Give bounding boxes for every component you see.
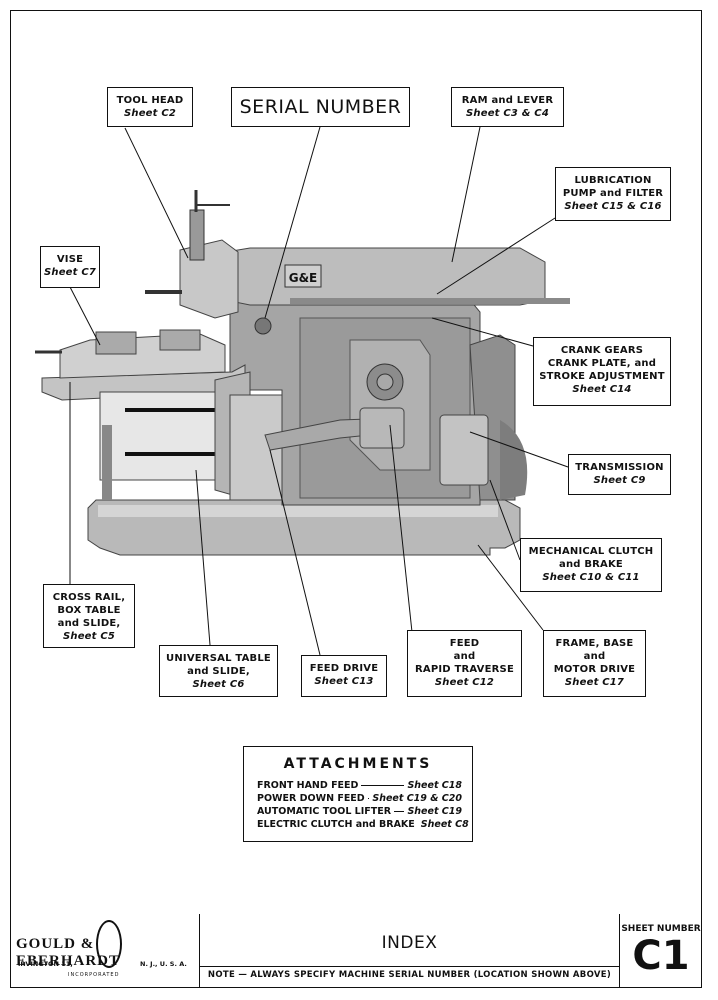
company-name: GOULD & EBERHARDT — [16, 936, 121, 969]
callout-sheet-ref: Sheet C9 — [593, 475, 646, 486]
callout-title: VISE — [56, 254, 84, 265]
callout-frame-base: FRAME, BASE and MOTOR DRIVE Sheet C17 — [543, 630, 646, 697]
callout-line: STROKE ADJUSTMENT — [539, 371, 665, 382]
callout-universal-table: UNIVERSAL TABLE and SLIDE, Sheet C6 — [159, 645, 278, 697]
attachment-label: FRONT HAND FEED — [257, 780, 359, 791]
callout-feed-drive: FEED DRIVE Sheet C13 — [301, 655, 387, 697]
callout-title: FEED DRIVE — [309, 663, 379, 674]
callout-line: UNIVERSAL TABLE — [166, 653, 271, 664]
callout-line: CRANK GEARS — [560, 345, 644, 356]
callout-lubrication: LUBRICATION PUMP and FILTER Sheet C15 & … — [555, 167, 671, 221]
callout-line: and — [453, 651, 476, 662]
attachment-label: POWER DOWN FEED — [257, 793, 365, 804]
callout-line: CROSS RAIL, — [52, 592, 126, 603]
attachment-item: FRONT HAND FEED Sheet C18 — [244, 779, 472, 792]
company-city: IRVINGTON 11, — [18, 960, 73, 968]
sheet-number: C1 — [632, 933, 690, 979]
serial-note: NOTE — ALWAYS SPECIFY MACHINE SERIAL NUM… — [207, 970, 612, 980]
callout-crank-gears: CRANK GEARS CRANK PLATE, and STROKE ADJU… — [533, 337, 671, 406]
page-title: INDEX — [200, 914, 619, 967]
attachment-item: ELECTRIC CLUTCH and BRAKE Sheet C8 — [244, 818, 472, 831]
attachment-item: POWER DOWN FEED Sheet C19 & C20 — [244, 792, 472, 805]
callout-line: RAPID TRAVERSE — [415, 664, 514, 675]
attachment-sheet: Sheet C19 — [407, 806, 462, 817]
company-logo: GOULD & EBERHARDT IRVINGTON 11, N. J., U… — [10, 914, 200, 988]
attachments-box: ATTACHMENTS FRONT HAND FEED Sheet C18 PO… — [243, 746, 473, 842]
callout-transmission: TRANSMISSION Sheet C9 — [568, 454, 671, 495]
serial-number-label: SERIAL NUMBER — [231, 87, 410, 127]
callout-line: and SLIDE, — [57, 618, 121, 629]
callout-sheet-ref: Sheet C15 & C16 — [564, 201, 662, 212]
callout-sheet-ref: Sheet C14 — [572, 384, 632, 395]
callout-sheet-ref: Sheet C2 — [123, 108, 177, 119]
attachment-label: ELECTRIC CLUTCH and BRAKE — [257, 819, 415, 830]
callout-line: FRAME, BASE — [555, 638, 634, 649]
attachment-sheet: Sheet C18 — [407, 780, 462, 791]
callout-sheet-ref: Sheet C10 & C11 — [542, 572, 640, 583]
machine-badge: G&E — [289, 271, 318, 285]
callout-line: and — [583, 651, 606, 662]
logo-e-mark — [96, 920, 122, 968]
callout-line: BOX TABLE — [57, 605, 121, 616]
title-block: GOULD & EBERHARDT IRVINGTON 11, N. J., U… — [10, 914, 702, 988]
callout-cross-rail: CROSS RAIL, BOX TABLE and SLIDE, Sheet C… — [43, 584, 135, 648]
leader-dash — [394, 805, 405, 812]
callout-line: LUBRICATION — [574, 175, 652, 186]
callout-title: TRANSMISSION — [575, 462, 664, 473]
attachment-label: AUTOMATIC TOOL LIFTER — [257, 806, 392, 817]
callout-sheet-ref: Sheet C3 & C4 — [465, 108, 550, 119]
callout-vise: VISE Sheet C7 — [40, 246, 100, 288]
leader-dash — [361, 779, 405, 786]
callout-line: FEED — [449, 638, 480, 649]
company-incorporated: INCORPORATED — [68, 972, 120, 978]
drawing-sheet — [10, 10, 702, 988]
callout-mechanical-clutch: MECHANICAL CLUTCH and BRAKE Sheet C10 & … — [520, 538, 662, 592]
attachments-title: ATTACHMENTS — [283, 756, 433, 772]
attachment-sheet: Sheet C8 — [420, 819, 469, 830]
callout-sheet-ref: Sheet C6 — [192, 679, 245, 690]
callout-tool-head: TOOL HEAD Sheet C2 — [107, 87, 193, 127]
callout-sheet-ref: Sheet C7 — [43, 267, 97, 278]
callout-sheet-ref: Sheet C17 — [564, 677, 625, 688]
company-state: N. J., U. S. A. — [140, 960, 187, 968]
leader-dash — [367, 792, 370, 799]
attachment-sheet: Sheet C19 & C20 — [372, 793, 462, 804]
sheet-number-label: SHEET NUMBER — [621, 924, 701, 934]
attachment-item: AUTOMATIC TOOL LIFTER Sheet C19 — [244, 805, 472, 818]
callout-line: and SLIDE, — [187, 666, 250, 677]
callout-sheet-ref: Sheet C13 — [314, 676, 374, 687]
callout-line: and BRAKE — [559, 559, 623, 570]
title-block-center: INDEX NOTE — ALWAYS SPECIFY MACHINE SERI… — [200, 914, 620, 988]
callout-line: PUMP and FILTER — [562, 188, 664, 199]
callout-line: MECHANICAL CLUTCH — [528, 546, 654, 557]
callout-line: CRANK PLATE, and — [547, 358, 657, 369]
callout-line: MOTOR DRIVE — [553, 664, 636, 675]
callout-title: TOOL HEAD — [116, 95, 184, 106]
sheet-number-block: SHEET NUMBER C1 — [620, 914, 702, 988]
callout-sheet-ref: Sheet C5 — [62, 631, 116, 642]
callout-ram-and-lever: RAM and LEVER Sheet C3 & C4 — [451, 87, 564, 127]
callout-title: RAM and LEVER — [461, 95, 554, 106]
callout-sheet-ref: Sheet C12 — [434, 677, 495, 688]
callout-feed-rapid-traverse: FEED and RAPID TRAVERSE Sheet C12 — [407, 630, 522, 697]
